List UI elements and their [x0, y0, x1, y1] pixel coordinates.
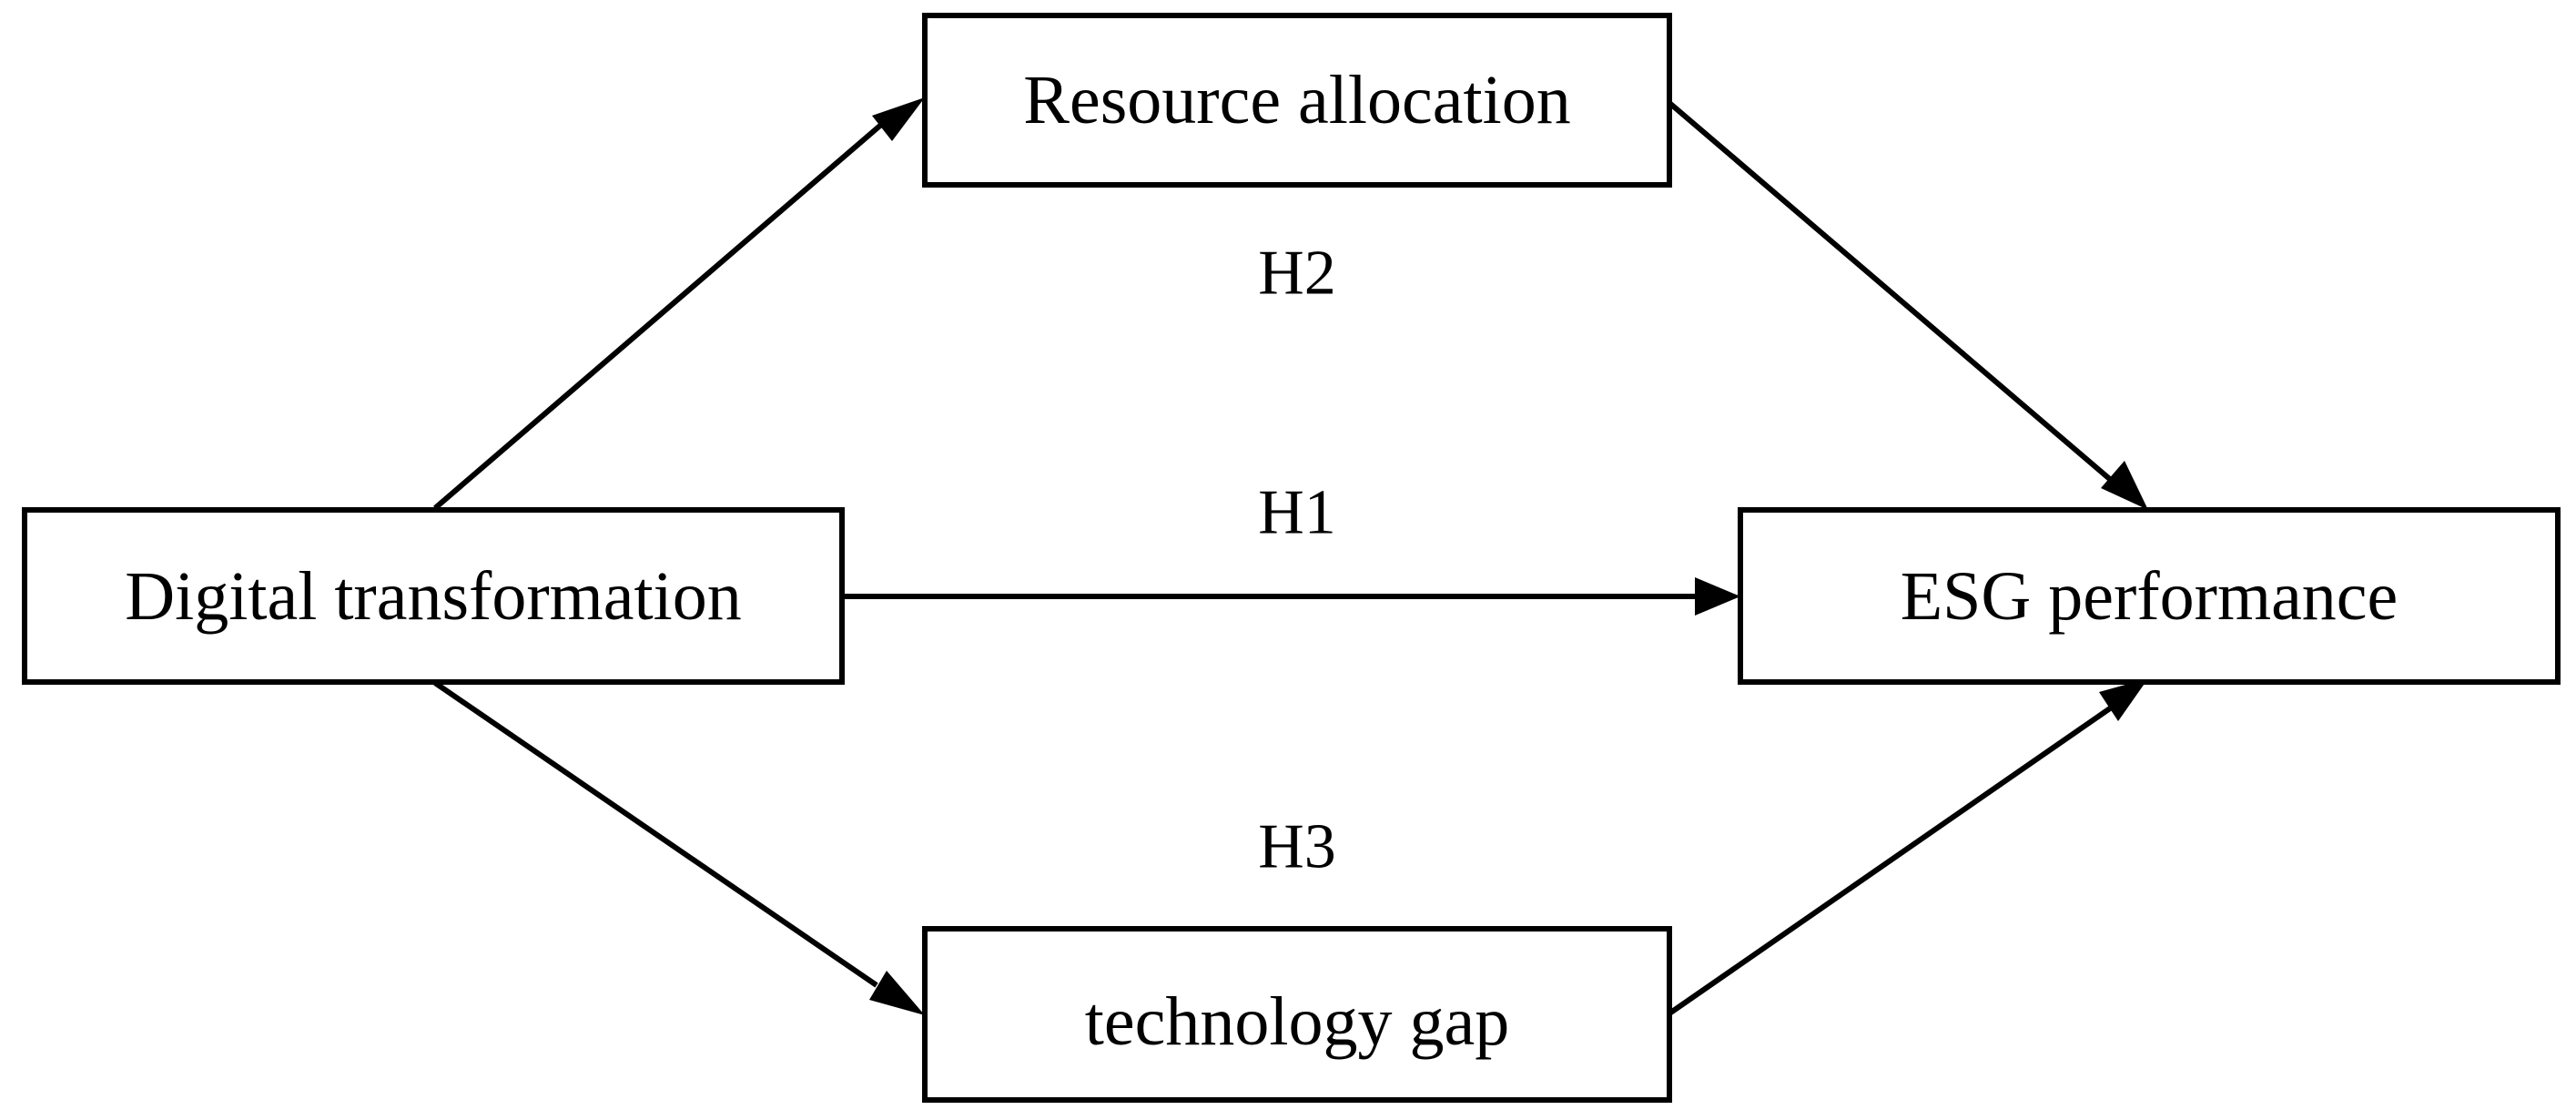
node-box-esg	[1738, 507, 2561, 685]
node-box-digital	[22, 507, 845, 685]
edges	[433, 97, 2148, 1016]
edge-digital-to-resource	[433, 122, 883, 511]
arrowhead-esg-top	[2101, 461, 2148, 510]
node-technology-gap: technology gap	[922, 926, 1672, 1103]
arrowhead-gap	[869, 971, 925, 1015]
hypothesis-label-h1: H1	[1258, 478, 1336, 548]
arrowhead-esg-bottom	[2099, 678, 2148, 721]
arrowhead-resource	[872, 97, 925, 141]
node-esg-performance: ESG performance	[1738, 507, 2561, 685]
edge-resource-to-esg	[1668, 100, 2114, 484]
node-box-gap	[922, 926, 1672, 1103]
node-box-resource	[922, 13, 1672, 188]
node-digital-transformation: Digital transformation	[22, 507, 845, 685]
hypothesis-label-h3: H3	[1258, 812, 1336, 882]
node-label-digital: Digital transformation	[125, 558, 742, 635]
hypothesis-label-h2: H2	[1258, 239, 1336, 309]
edge-digital-to-gap	[433, 680, 878, 988]
node-label-esg: ESG performance	[1901, 558, 2399, 635]
node-resource-allocation: Resource allocation	[922, 13, 1672, 188]
node-label-resource: Resource allocation	[1023, 62, 1570, 138]
edge-gap-to-esg	[1668, 706, 2112, 1016]
arrowhead-esg-mid	[1695, 577, 1740, 616]
node-label-gap: technology gap	[1085, 983, 1509, 1060]
